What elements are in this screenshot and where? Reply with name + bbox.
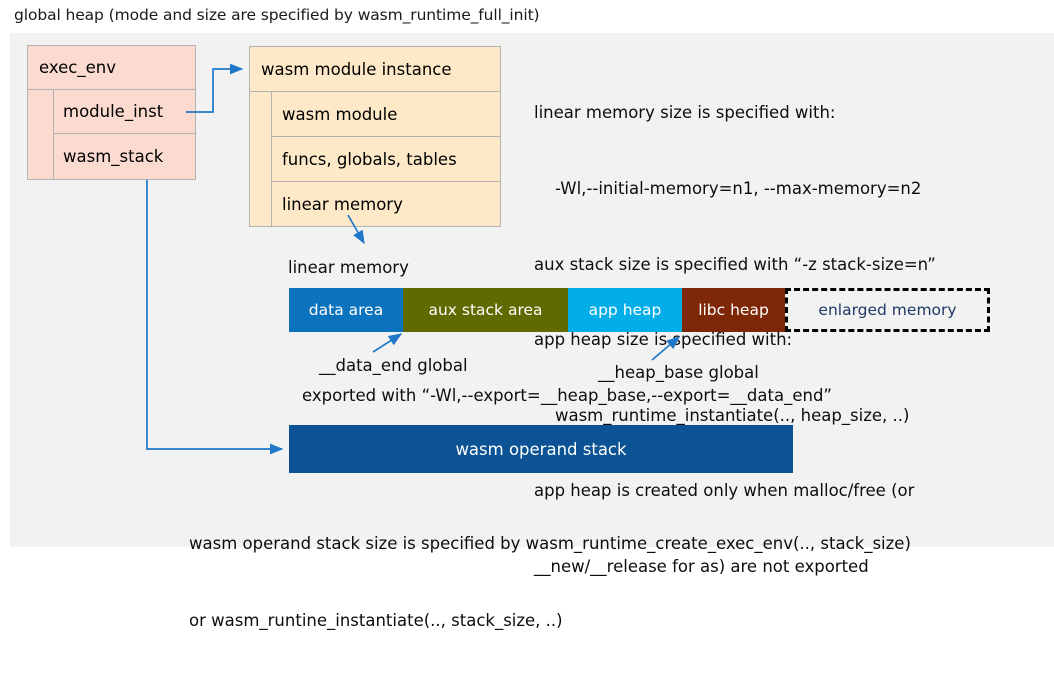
exec-env-row-wasm-stack: wasm_stack [63,147,164,166]
page-title: global heap (mode and size are specified… [14,6,540,24]
annotation-heap-base: __heap_base global [598,363,759,382]
exec-env-title: exec_env [28,46,195,90]
operand-stack-notes: wasm operand stack size is specified by … [189,480,911,684]
diagram-root: global heap (mode and size are specified… [10,6,1054,630]
notes-line-5: wasm_runtime_instantiate(.., heap_size, … [534,405,910,425]
memory-segment-data-area: data area [289,288,403,332]
notes-line-1: linear memory size is specified with: [534,103,836,123]
memory-config-notes: linear memory size is specified with: -W… [534,50,1034,630]
memory-segment-enlarged-memory: enlarged memory [785,288,990,332]
exec-env-indent-column [28,90,54,179]
annotation-data-end: __data_end global [319,356,468,375]
module-instance-row-wasm-module: wasm module [272,92,500,137]
exec-env-box: exec_env module_inst wasm_stack [27,45,196,180]
module-instance-row-linear-memory: linear memory [282,194,403,214]
annotation-exported-with: exported with “-Wl,--export=__heap_base,… [302,386,832,405]
module-instance-title: wasm module instance [250,47,500,92]
linear-memory-caption: linear memory [288,258,409,277]
module-instance-box: wasm module instance wasm module funcs, … [249,46,501,227]
bottom-notes-line-2: or wasm_runtine_instantiate(.., stack_si… [189,610,563,630]
bottom-notes-line-1: wasm operand stack size is specified by … [189,534,911,553]
memory-segment-libc-heap: libc heap [682,288,785,332]
module-instance-row-funcs-globals-tables: funcs, globals, tables [272,137,500,182]
notes-line-4: app heap size is specified with: [534,330,793,350]
memory-segment-app-heap: app heap [568,288,682,332]
notes-line-6: app heap is created only when malloc/fre… [534,481,915,501]
wasm-operand-stack-box: wasm operand stack [289,425,793,473]
notes-line-2: -Wl,--initial-memory=n1, --max-memory=n2 [534,179,922,199]
memory-segment-aux-stack-area: aux stack area [403,288,568,332]
module-instance-indent-column [250,92,272,226]
notes-line-3: aux stack size is specified with “-z sta… [534,254,936,274]
exec-env-row-module-inst: module_inst [54,90,195,134]
